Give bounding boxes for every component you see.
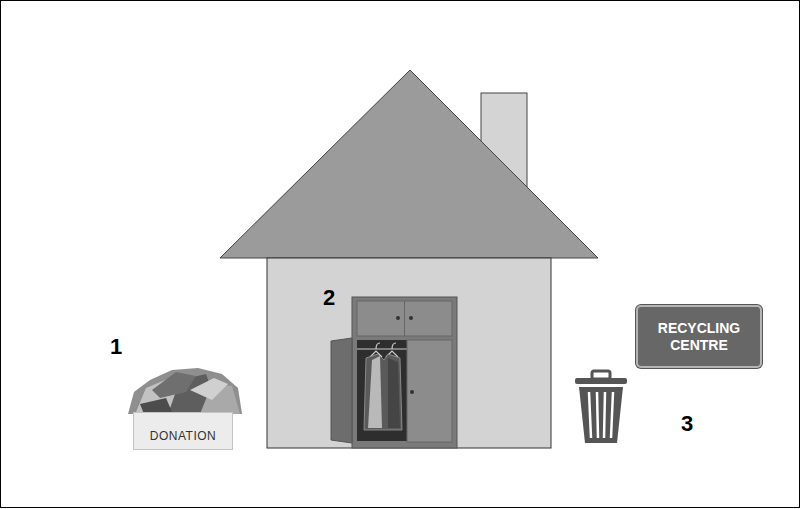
wardrobe-right-door bbox=[407, 340, 452, 442]
coat bbox=[368, 356, 382, 428]
clothes-pile bbox=[190, 378, 228, 400]
cabinet-knob bbox=[396, 316, 400, 320]
recycling-sign: RECYCLING CENTRE bbox=[636, 305, 762, 368]
cabinet-knob bbox=[409, 316, 413, 320]
node-text: RECYCLING CENTRE bbox=[643, 320, 755, 354]
callout-number: 3 bbox=[681, 411, 693, 437]
trash-bin-body bbox=[579, 387, 623, 443]
wardrobe-frame bbox=[352, 297, 457, 448]
wardrobe-open-door bbox=[331, 338, 352, 443]
trash-bin-lid bbox=[575, 378, 627, 384]
hanging-rail bbox=[357, 348, 407, 350]
trash-bin-ribs bbox=[589, 392, 613, 438]
coat bbox=[364, 354, 402, 430]
callout-number: 2 bbox=[323, 285, 335, 311]
coat bbox=[388, 358, 400, 428]
house-roof bbox=[220, 70, 598, 258]
donation-box: DONATION bbox=[133, 412, 233, 450]
wardrobe-cabinet bbox=[357, 301, 452, 336]
callout-number: 1 bbox=[110, 334, 122, 360]
door-knob bbox=[410, 390, 414, 394]
clothes-pile bbox=[128, 368, 242, 414]
clothes-pile bbox=[152, 372, 196, 398]
house-wall bbox=[267, 258, 551, 448]
trash-bin-handle bbox=[592, 371, 610, 379]
cabinet-divider bbox=[404, 301, 405, 336]
node-text: DONATION bbox=[150, 429, 216, 443]
wardrobe-interior bbox=[357, 340, 407, 441]
